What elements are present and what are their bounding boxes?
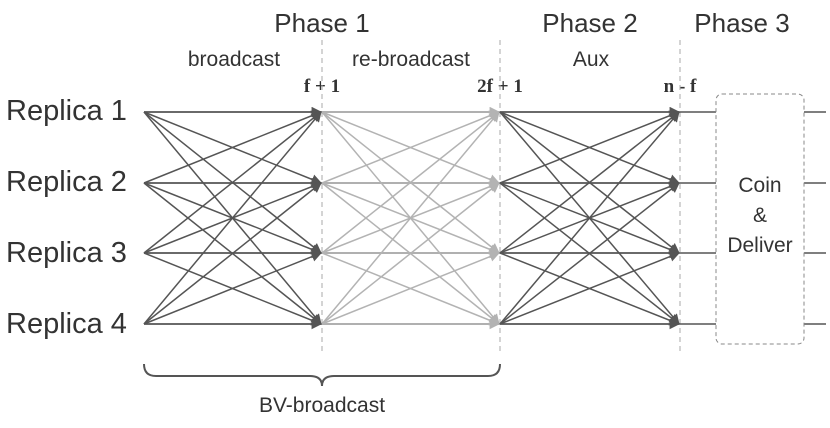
bv-broadcast-label: BV-broadcast: [259, 394, 385, 417]
aux-arrow-2-to-1: [499, 110, 680, 184]
phase-1-title: Phase 1: [274, 8, 369, 38]
rebroadcast-arrow-3-to-1: [321, 111, 500, 254]
coin-deliver-box: [715, 93, 805, 345]
broadcast-arrow-4-to-1: [143, 111, 322, 325]
broadcast-arrow-4-to-2: [143, 182, 322, 325]
replica-1-label: Replica 1: [6, 95, 127, 127]
bv-broadcast-brace: [143, 363, 501, 387]
broadcast-arrow-3-to-1: [143, 111, 322, 254]
phase-2-title: Phase 2: [542, 8, 637, 38]
rebroadcast-arrow-2-to-1: [321, 110, 500, 184]
aux-arrow-4-to-2: [499, 182, 680, 325]
rebroadcast-arrow-4-to-3: [321, 251, 500, 325]
phase-3-title: Phase 3: [694, 8, 789, 38]
aux-arrow-3-to-1: [499, 111, 680, 254]
rebroadcast-arrow-4-to-2: [321, 182, 500, 325]
broadcast-label: broadcast: [188, 48, 280, 71]
message-arrows: [143, 106, 826, 330]
rebroadcast-arrow-4-to-1: [321, 111, 500, 325]
box-line-coin: Coin: [738, 174, 781, 197]
replica-2-label: Replica 2: [6, 166, 127, 198]
aux-arrow-4-to-1: [499, 111, 680, 325]
rebroadcast-label: re-broadcast: [352, 48, 470, 71]
broadcast-arrow-4-to-3: [143, 251, 322, 325]
replica-4-label: Replica 4: [6, 308, 127, 340]
box-line-deliver: Deliver: [727, 234, 792, 257]
broadcast-arrow-2-to-1: [143, 110, 322, 184]
replica-3-label: Replica 3: [6, 237, 127, 269]
box-line-amp: &: [753, 204, 767, 227]
aux-label: Aux: [573, 48, 610, 71]
aux-arrow-4-to-3: [499, 251, 680, 325]
